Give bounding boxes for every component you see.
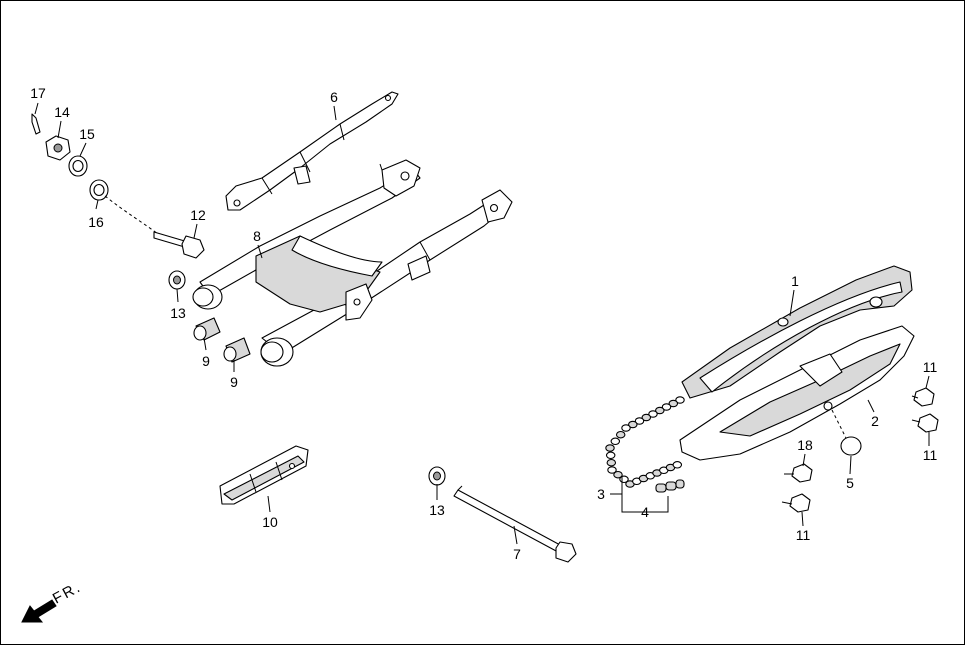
part-13-washer-upper xyxy=(168,270,186,290)
chain-link xyxy=(607,466,617,474)
part-5-cap xyxy=(840,436,862,456)
part-14-nut xyxy=(45,135,71,161)
part-6-chain-guard-bar xyxy=(225,91,399,211)
chain-link xyxy=(655,406,665,415)
part-11-bolt-lower xyxy=(781,493,811,513)
chain-link xyxy=(606,458,617,467)
callout-15: 15 xyxy=(79,126,95,142)
chain-link xyxy=(648,410,658,418)
part-17-cotter-pin xyxy=(31,113,41,135)
callout-13-upper: 13 xyxy=(170,305,186,321)
part-16-washer xyxy=(89,179,109,201)
callout-11-upper: 11 xyxy=(923,359,938,375)
callout-9-a: 9 xyxy=(202,353,210,369)
callout-5: 5 xyxy=(846,475,854,491)
callout-11-lower: 11 xyxy=(796,527,811,543)
part-3-drive-chain xyxy=(605,396,685,488)
part-13-washer-lower xyxy=(428,466,446,486)
callout-labels: 17 14 15 16 12 13 9 9 8 6 10 13 7 3 4 1 … xyxy=(30,85,937,562)
chain-link xyxy=(621,424,631,432)
callout-9-b: 9 xyxy=(230,374,238,390)
callout-6: 6 xyxy=(330,89,338,105)
chain-link xyxy=(610,437,621,446)
callout-12: 12 xyxy=(190,207,206,223)
chain-link xyxy=(605,451,616,460)
chain-link xyxy=(661,403,672,411)
callout-11-middle: 11 xyxy=(923,447,938,463)
part-1-chain-case-upper xyxy=(681,265,913,399)
callout-14: 14 xyxy=(54,104,70,120)
assembly-path-line xyxy=(104,195,159,235)
part-7-axle xyxy=(453,485,577,563)
callout-4: 4 xyxy=(641,504,649,520)
part-11-bolt-middle xyxy=(911,413,939,433)
chain-link xyxy=(613,470,623,479)
chain-link xyxy=(641,413,652,422)
part-15-washer xyxy=(68,155,88,177)
cap-path-line xyxy=(831,409,847,439)
callout-17: 17 xyxy=(30,85,46,101)
chain-link xyxy=(615,430,626,439)
callout-13-lower: 13 xyxy=(429,502,445,518)
chain-link xyxy=(634,417,645,425)
leader-lines xyxy=(34,102,930,545)
front-direction-indicator: FR. xyxy=(21,578,85,623)
arrow-front-icon xyxy=(21,599,57,623)
chain-link xyxy=(628,420,638,429)
callout-10: 10 xyxy=(262,514,278,530)
chain-link xyxy=(675,396,685,404)
chain-link xyxy=(668,399,679,408)
part-12-pivot-bolt xyxy=(153,231,205,259)
callout-16: 16 xyxy=(88,214,104,230)
callout-7: 7 xyxy=(513,546,521,562)
chain-link xyxy=(605,444,615,452)
callout-18: 18 xyxy=(797,437,813,453)
chain-link xyxy=(672,461,683,469)
front-direction-label: FR. xyxy=(50,578,85,607)
part-2-chain-case-lower xyxy=(679,325,915,461)
part-11-bolt-upper xyxy=(911,387,935,407)
callout-3: 3 xyxy=(597,486,605,502)
callout-2: 2 xyxy=(871,413,879,429)
callout-8: 8 xyxy=(253,228,261,244)
part-4-master-link xyxy=(655,479,685,493)
part-18-bolt xyxy=(784,463,813,483)
callout-1: 1 xyxy=(791,273,799,289)
part-9-bushings xyxy=(193,317,251,363)
part-10-chain-slider xyxy=(219,445,309,505)
part-8-swingarm xyxy=(192,159,513,367)
